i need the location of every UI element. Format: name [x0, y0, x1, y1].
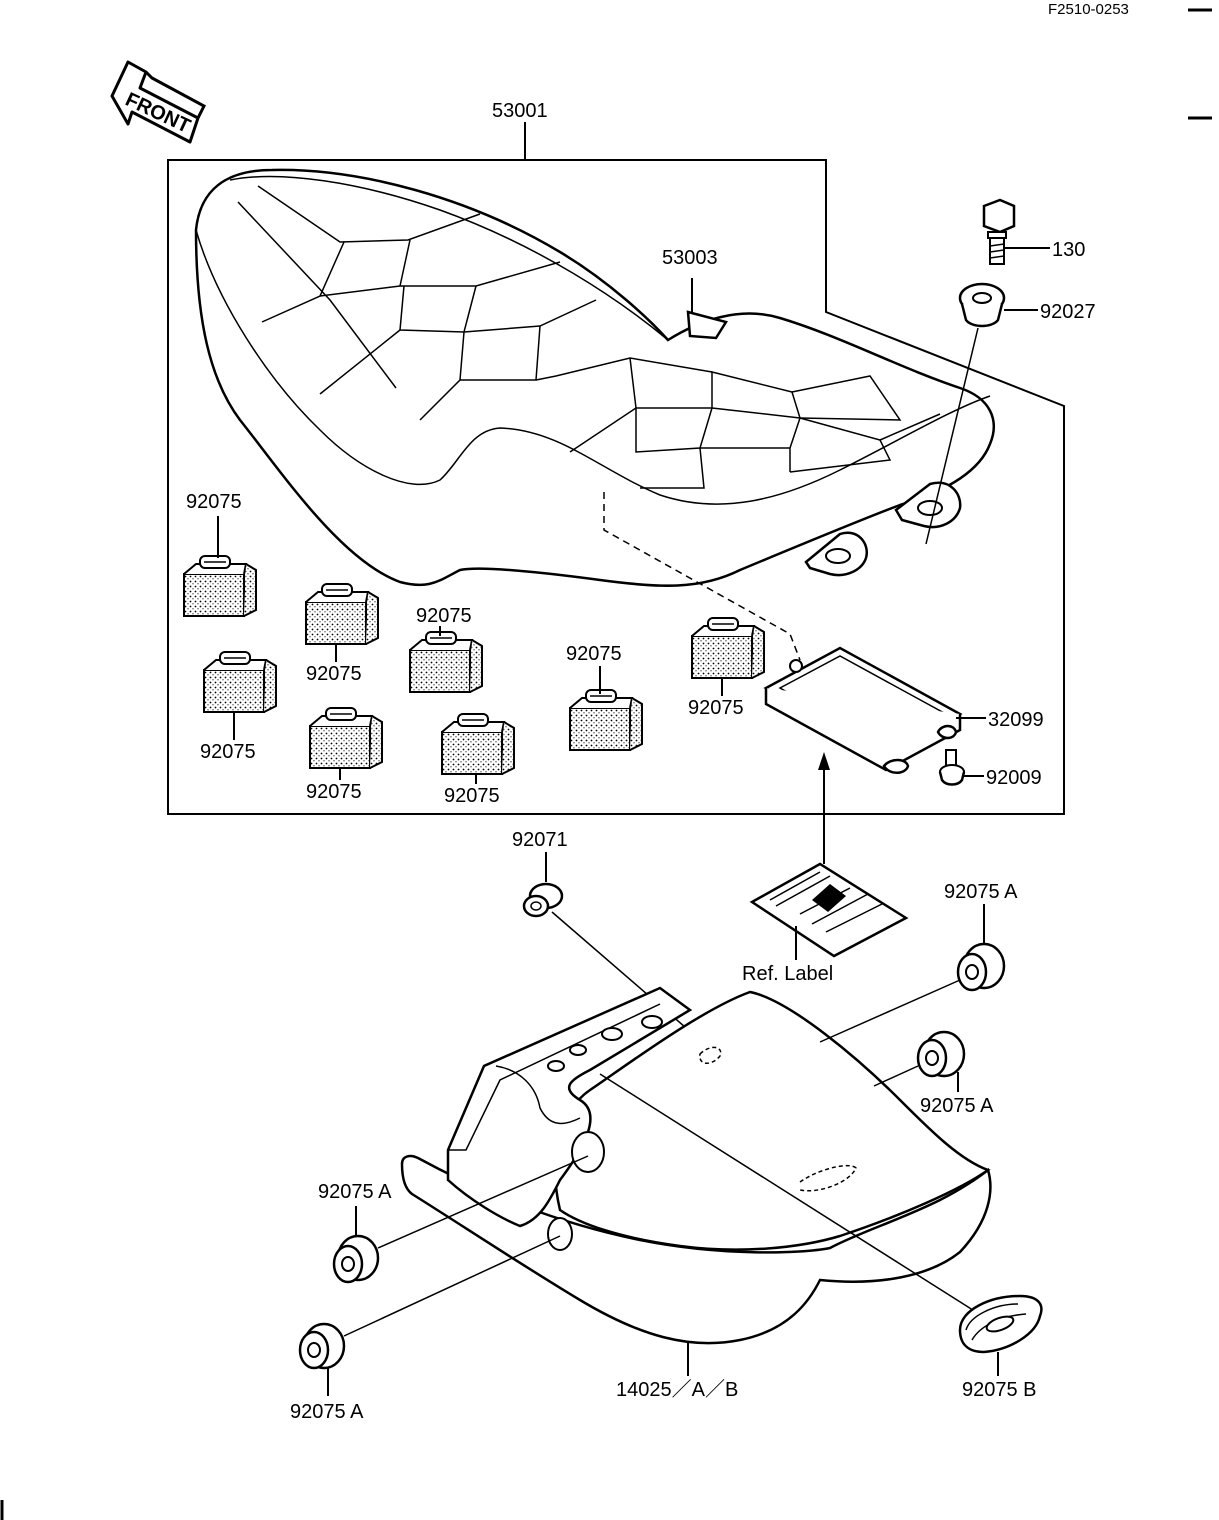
damper-block	[203, 651, 277, 713]
washer-icon	[958, 282, 1006, 328]
damper-block	[409, 631, 483, 693]
damper-block	[305, 583, 379, 645]
damper-block	[441, 713, 515, 775]
label-grommet: 92071	[512, 829, 568, 851]
label-cover: 14025／A／B	[616, 1379, 738, 1401]
label-damper-a: 92075 A	[920, 1095, 994, 1117]
label-ref-label: Ref. Label	[742, 963, 833, 985]
label-damper: 92075	[566, 643, 622, 665]
damper-a-icon	[956, 942, 1006, 992]
label-seat: 53001	[492, 100, 548, 122]
damper-block	[691, 617, 765, 679]
label-damper-a: 92075 A	[944, 881, 1018, 903]
label-damper: 92075	[688, 697, 744, 719]
label-damper: 92075	[416, 605, 472, 627]
label-damper: 92075	[200, 741, 256, 763]
damper-b-icon	[958, 1294, 1043, 1354]
rear-cover-illustration	[400, 986, 992, 1345]
label-damper-a: 92075 A	[290, 1401, 364, 1423]
case-tray-icon	[763, 646, 963, 774]
label-damper: 92075	[306, 781, 362, 803]
label-damper: 92075	[186, 491, 242, 513]
label-washer: 92027	[1040, 301, 1096, 323]
reference-label-icon	[749, 862, 909, 958]
grommet-icon	[522, 882, 564, 918]
damper-a-icon	[298, 1322, 346, 1370]
label-damper: 92075	[444, 785, 500, 807]
label-damper-b: 92075 B	[962, 1379, 1037, 1401]
label-bolt: 130	[1052, 239, 1085, 261]
diagram-code: F2510-0253	[1048, 1, 1129, 18]
label-damper-a: 92075 A	[318, 1181, 392, 1203]
damper-a-icon	[916, 1030, 966, 1078]
screw-icon	[938, 749, 966, 786]
damper-block	[569, 689, 643, 751]
label-case: 32099	[988, 709, 1044, 731]
assembly-frame	[167, 159, 1065, 815]
damper-block	[309, 707, 383, 769]
damper-block	[183, 555, 257, 617]
label-damper: 92075	[306, 663, 362, 685]
label-seat-cover: 53003	[662, 247, 718, 269]
seat-illustration: 53003	[194, 168, 995, 661]
bolt-icon	[982, 198, 1016, 265]
label-screw: 92009	[986, 767, 1042, 789]
front-arrow-icon: FRONT	[110, 60, 206, 144]
damper-a-icon	[332, 1234, 380, 1284]
